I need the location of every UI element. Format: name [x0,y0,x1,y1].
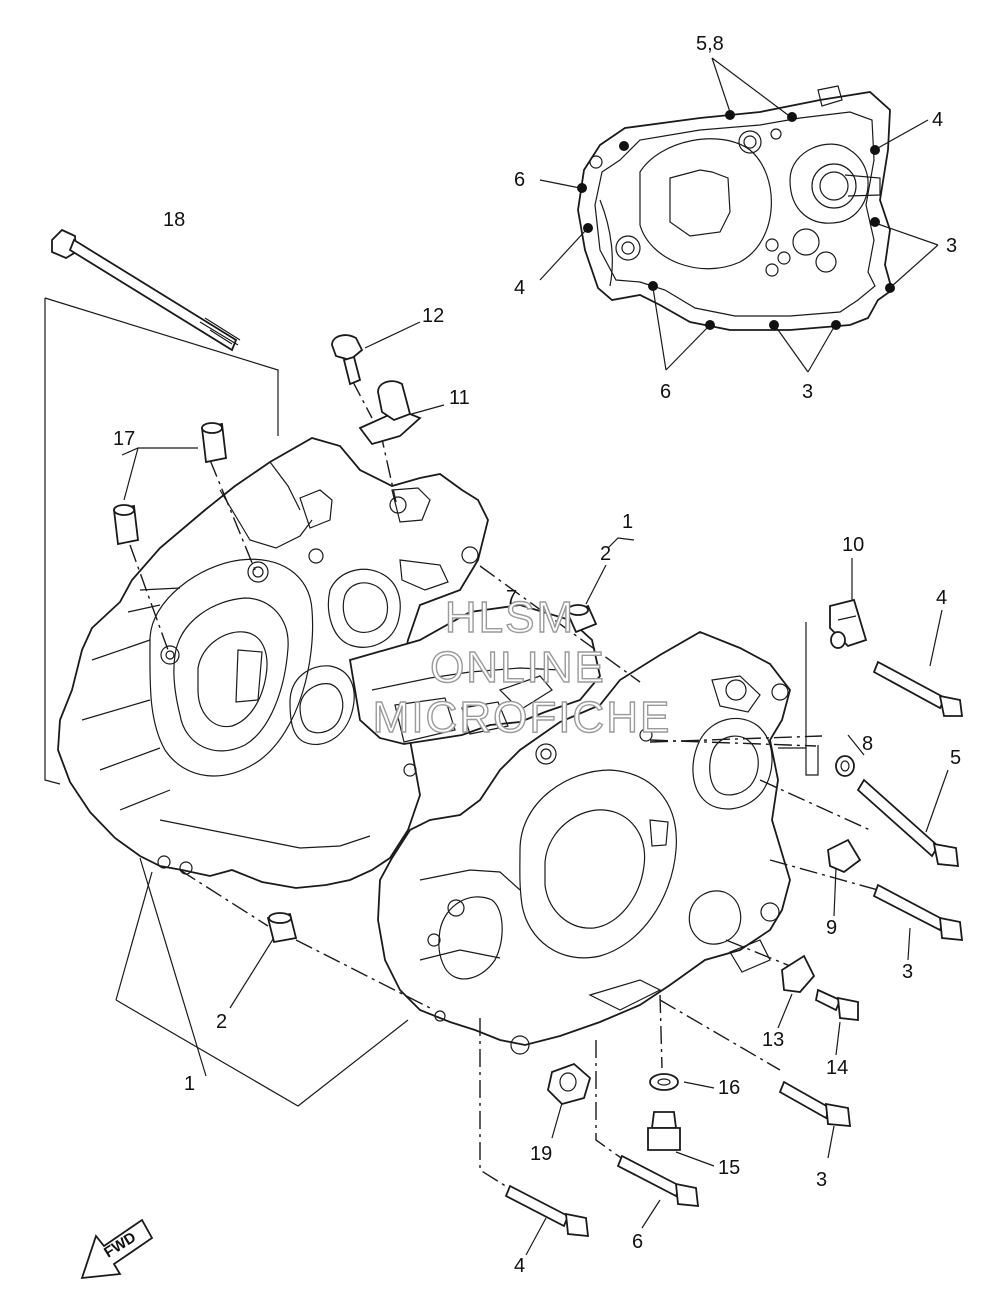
callout-14: 14 [826,1057,848,1079]
part-11-clamp [358,380,422,446]
part-2-dowel-lower [266,912,298,944]
watermark-line-2: ONLINE [430,643,606,692]
part-4-bolt-lower [504,1184,590,1238]
part-5-bolt [856,778,960,868]
part-4-bolt-right [830,631,964,717]
callout-10: 10 [842,534,864,556]
part-19-nut [547,1062,592,1106]
part-2-dowel-upper [566,604,598,634]
callout-7: 7 [506,587,517,609]
part-18-stud-bolt [51,228,241,352]
gasket-leader-lines [539,57,939,373]
crankcase-center-block [348,604,601,745]
callout-5: 5 [950,747,961,769]
crankcase-left-half [57,437,489,889]
callout-11: 11 [449,387,470,409]
crankcase-gasket-view [577,85,894,331]
part-12-bolt [331,334,364,386]
callout-8: 8 [862,733,873,755]
part-13-bracket [781,954,816,993]
callout-3-gasket-bottom: 3 [802,381,813,403]
callout-labels: 18 12 11 17 5,8 4 6 3 4 6 3 1 2 7 10 4 8… [113,33,961,1277]
watermark-line-3: MICROFICHE [373,693,672,742]
callout-3-gasket-right: 3 [946,235,957,257]
part-3-bolt-lower [778,1080,852,1127]
callout-9: 9 [826,917,837,939]
part-8-washer [835,755,855,777]
callout-6-gasket-left: 6 [514,169,525,191]
callout-3-right: 3 [902,961,913,983]
part-9-clip [827,838,862,874]
callout-6-gasket-bottom: 6 [660,381,671,403]
part-14-bolt [814,988,859,1022]
callout-16: 16 [718,1077,740,1099]
callout-4-right: 4 [936,587,947,609]
callout-12: 12 [422,305,444,327]
part-15-drain-plug [647,1111,681,1151]
part-6-bolt-lower [616,1154,700,1208]
watermark-line-1: HLSM [445,593,575,642]
callout-1-upper: 1 [622,511,633,533]
crankcase-right-half [377,631,791,1055]
part-17-dowel-pins [113,422,227,546]
callout-4-gasket-top: 4 [932,109,943,131]
callout-19: 19 [530,1143,552,1165]
watermark: HLSM ONLINE MICROFICHE [372,592,672,742]
callout-3-lower: 3 [816,1169,827,1191]
callout-4-lower: 4 [514,1255,525,1277]
part-16-washer [649,1073,679,1091]
callout-17: 17 [113,428,135,450]
callout-1-lower: 1 [184,1073,195,1095]
callout-4-gasket-left: 4 [514,277,525,299]
callout-15: 15 [718,1157,740,1179]
callout-6-lower: 6 [632,1231,643,1253]
callout-2-upper: 2 [600,543,611,565]
assembly-leader-lines [44,297,949,1256]
callout-2-lower: 2 [216,1011,227,1033]
callout-18: 18 [163,209,185,231]
callout-5-8: 5,8 [696,33,724,55]
part-3-bolt-right [872,883,964,942]
forward-direction-arrow: FWD [80,1218,154,1280]
callout-13: 13 [762,1029,784,1051]
